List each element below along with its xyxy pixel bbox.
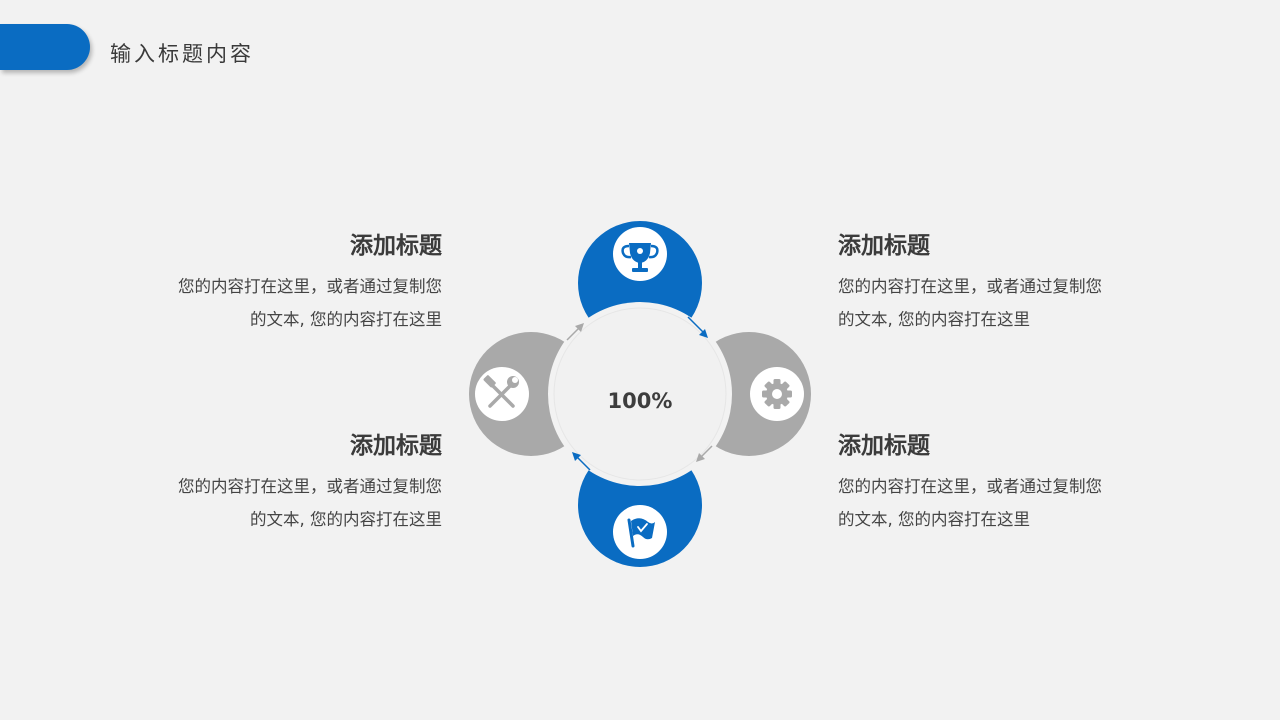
block-title: 添加标题 [350, 233, 442, 259]
center-percentage: 100% [607, 389, 673, 413]
flag-icon [613, 505, 667, 559]
block-line-2: 的文本, 您的内容打在这里 [250, 510, 442, 529]
block-title: 添加标题 [838, 433, 930, 459]
block-line-2: 的文本, 您的内容打在这里 [838, 310, 1030, 329]
tools-icon [475, 367, 529, 421]
block-line-1: 您的内容打在这里，或者通过复制您 [178, 477, 442, 496]
center-disc [553, 307, 727, 481]
block-title: 添加标题 [838, 233, 930, 259]
block-title: 添加标题 [350, 433, 442, 459]
block-line-2: 的文本, 您的内容打在这里 [250, 310, 442, 329]
block-line-1: 您的内容打在这里，或者通过复制您 [178, 277, 442, 296]
text-block-bottom-left: 添加标题 您的内容打在这里，或者通过复制您的文本, 您的内容打在这里 [122, 431, 442, 536]
arrow-bottom-left [572, 452, 591, 471]
title-accent-tab [0, 24, 90, 70]
arrow-left-top [566, 323, 584, 341]
trophy-icon [613, 227, 667, 281]
block-line-1: 您的内容打在这里，或者通过复制您 [838, 477, 1102, 496]
block-line-1: 您的内容打在这里，或者通过复制您 [838, 277, 1102, 296]
block-line-2: 的文本, 您的内容打在这里 [838, 510, 1030, 529]
block-body: 您的内容打在这里，或者通过复制您的文本, 您的内容打在这里 [838, 470, 1158, 536]
block-body: 您的内容打在这里，或者通过复制您的文本, 您的内容打在这里 [122, 270, 442, 336]
page-title: 输入标题内容 [110, 42, 254, 66]
text-block-top-right: 添加标题 您的内容打在这里，或者通过复制您的文本, 您的内容打在这里 [838, 231, 1158, 336]
arrow-top-right [687, 316, 708, 338]
block-body: 您的内容打在这里，或者通过复制您的文本, 您的内容打在这里 [122, 470, 442, 536]
text-block-top-left: 添加标题 您的内容打在这里，或者通过复制您的文本, 您的内容打在这里 [122, 231, 442, 336]
arrow-right-bottom [696, 445, 713, 462]
block-body: 您的内容打在这里，或者通过复制您的文本, 您的内容打在这里 [838, 270, 1158, 336]
gear-icon [750, 367, 804, 421]
cycle-diagram [469, 221, 811, 567]
text-block-bottom-right: 添加标题 您的内容打在这里，或者通过复制您的文本, 您的内容打在这里 [838, 431, 1158, 536]
